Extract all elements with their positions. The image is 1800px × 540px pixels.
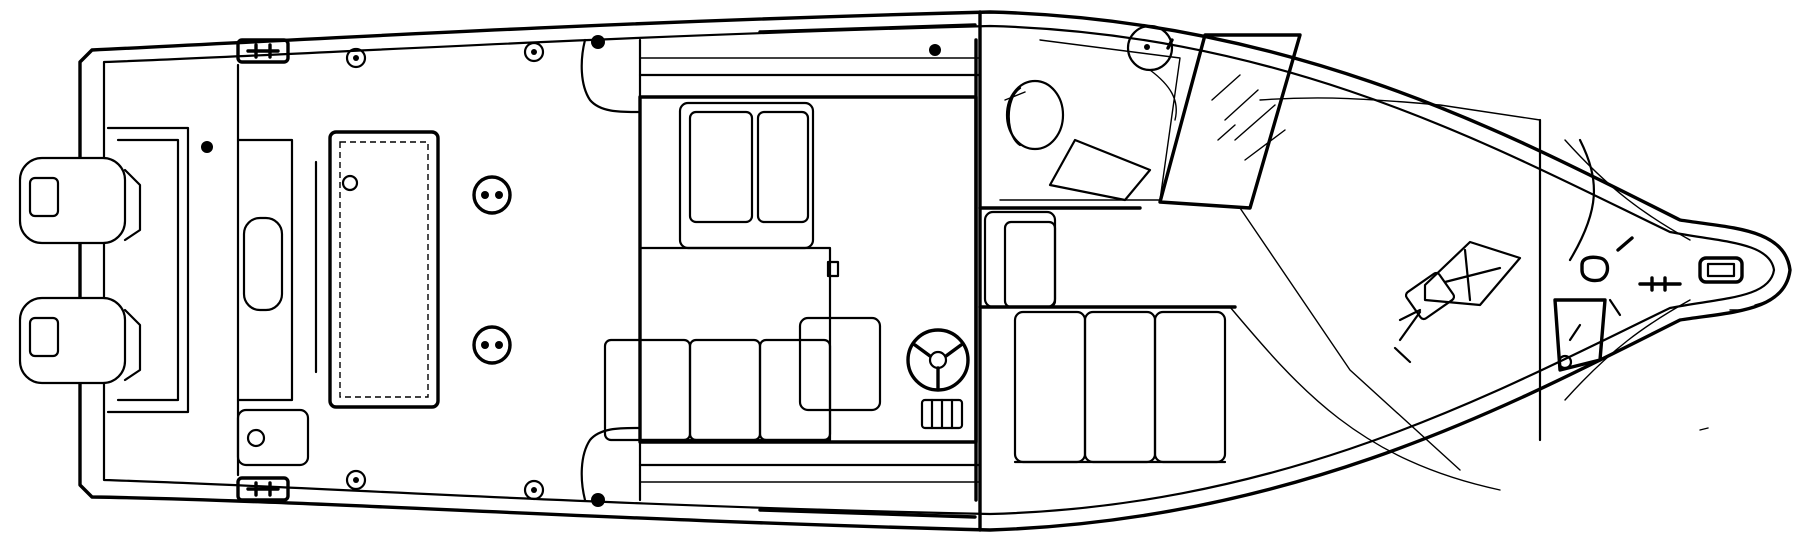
head-compartment — [999, 24, 1181, 202]
helm-station[interactable] — [906, 328, 970, 430]
cockpit-hatch — [328, 130, 440, 409]
dinette-seating — [603, 101, 882, 442]
drain-fitting-icon — [345, 469, 367, 491]
anchor-locker — [1553, 298, 1607, 372]
helm-seat — [798, 316, 882, 412]
rod-holder-icon — [472, 325, 512, 365]
detail-marks — [1699, 301, 1766, 431]
drain-fitting-icon — [523, 479, 545, 501]
sink-icon — [1126, 24, 1174, 72]
transom-hatch — [242, 216, 284, 312]
chain-plate-icon — [1616, 236, 1634, 252]
anchor-roller-icon — [1698, 256, 1744, 284]
bow-fittings — [1553, 236, 1744, 372]
drain-fitting-icon — [345, 47, 367, 69]
side-decks — [580, 23, 982, 519]
hull — [78, 10, 1792, 532]
outboard-engine-starboard — [18, 296, 142, 385]
rod-holder-icon — [472, 175, 512, 215]
cockpit-fittings — [201, 35, 941, 507]
windlass-icon — [1580, 255, 1610, 283]
galley-cabinet — [1158, 33, 1302, 210]
drain-fitting-icon — [523, 41, 545, 63]
toilet-icon — [1005, 79, 1065, 151]
sink — [236, 408, 310, 467]
cleat-icon — [236, 38, 290, 64]
cleat-icon — [236, 476, 290, 502]
outboard-engine-port — [18, 156, 142, 245]
cabin-hatch — [1423, 240, 1522, 307]
bow-cleat-icon — [1638, 276, 1682, 292]
cabin-settee — [983, 210, 1227, 464]
steering-wheel-icon — [906, 328, 970, 392]
transom — [106, 63, 318, 477]
v-berth — [1229, 97, 1595, 491]
